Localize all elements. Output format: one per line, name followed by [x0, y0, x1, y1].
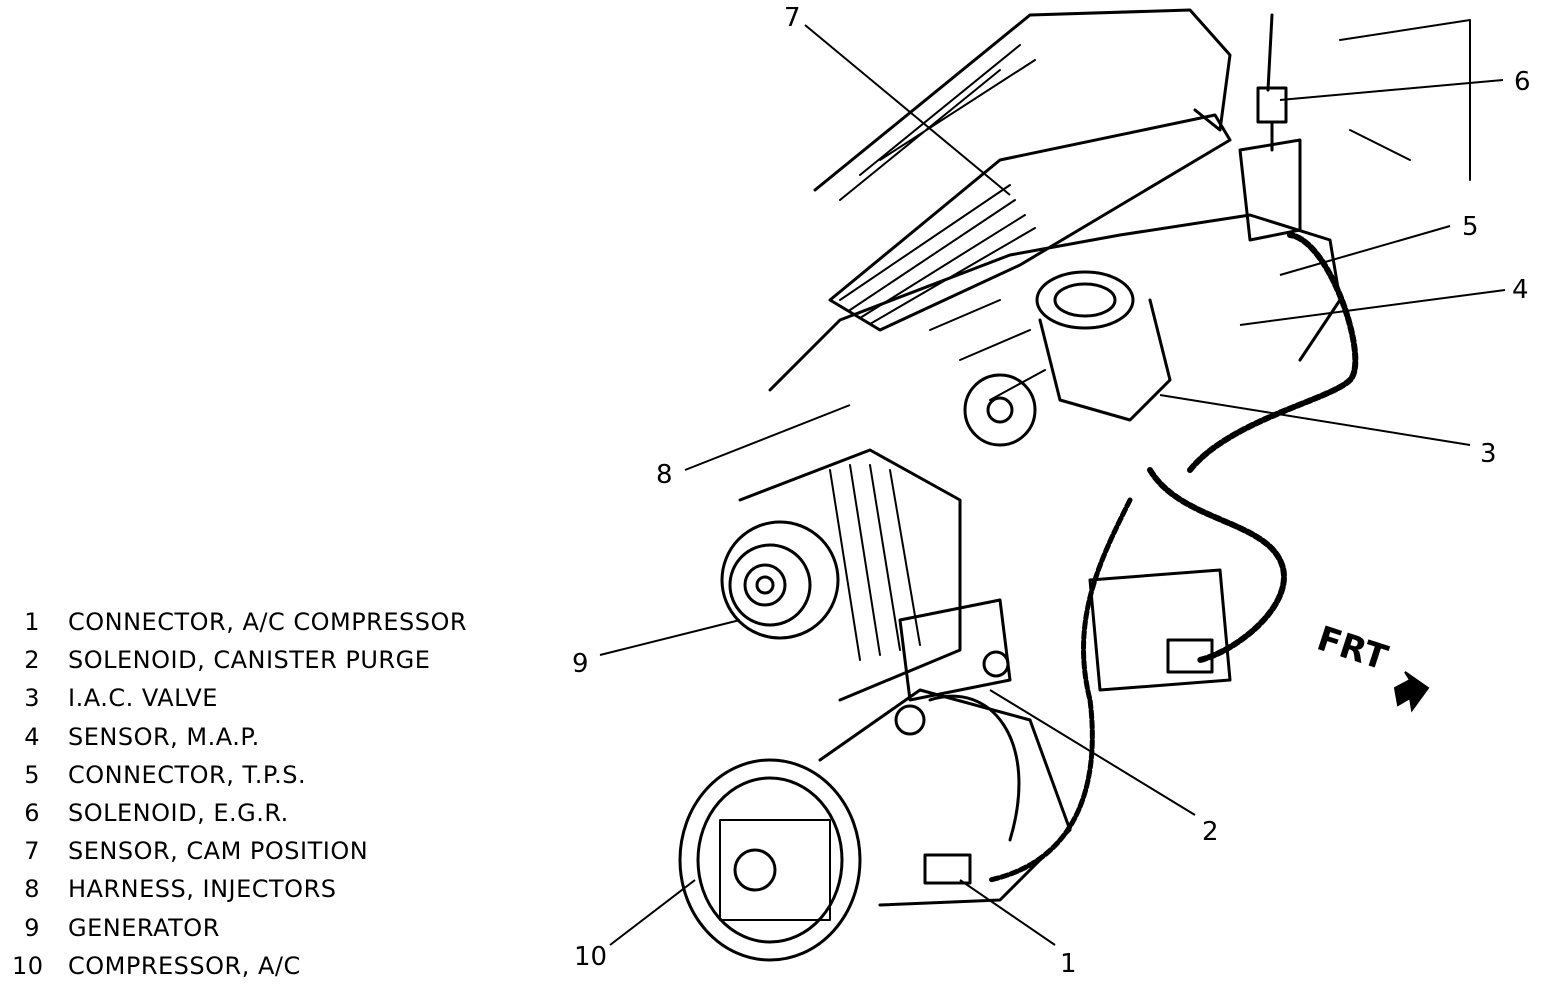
legend-description: SENSOR, M.A.P.: [68, 722, 260, 751]
legend-number: 9: [24, 913, 40, 942]
leader-line-5: [1279, 225, 1451, 276]
leader-line-3: [1159, 394, 1471, 446]
leader-line-4: [1239, 289, 1506, 326]
legend-number: 4: [24, 722, 40, 751]
legend-description: CONNECTOR, A/C COMPRESSOR: [68, 608, 468, 637]
legend-description: SOLENOID, E.G.R.: [68, 799, 289, 828]
callout-number-9: 9: [572, 649, 589, 679]
legend-number: 1: [24, 608, 40, 637]
legend-description: SOLENOID, CANISTER PURGE: [68, 646, 431, 675]
legend-item: 5 CONNECTOR, T.P.S.: [12, 756, 512, 794]
legend-item: 3 I.A.C. VALVE: [12, 679, 512, 717]
callout-number-10: 10: [574, 942, 607, 972]
legend: 1 CONNECTOR, A/C COMPRESSOR 2 SOLENOID, …: [12, 603, 512, 985]
legend-number: 2: [24, 646, 40, 675]
legend-item: 9 GENERATOR: [12, 909, 512, 947]
callout-numbers: 1 2 3 4 5 6 7 8 9 10: [572, 3, 1531, 979]
front-arrow-icon: [1393, 671, 1430, 713]
engine-illustration: [678, 8, 1471, 962]
legend-number: 7: [24, 837, 40, 866]
legend-item: 2 SOLENOID, CANISTER PURGE: [12, 641, 512, 679]
front-direction-label: FRT: [1312, 619, 1393, 679]
legend-number: 8: [24, 875, 40, 904]
legend-item: 10 COMPRESSOR, A/C: [12, 947, 512, 985]
leader-line-7: [804, 24, 1011, 196]
legend-description: CONNECTOR, T.P.S.: [68, 760, 307, 789]
callout-number-5: 5: [1462, 212, 1479, 242]
legend-description: HARNESS, INJECTORS: [68, 875, 337, 904]
legend-number: 3: [24, 684, 40, 713]
callout-number-1: 1: [1060, 949, 1077, 979]
legend-item: 6 SOLENOID, E.G.R.: [12, 794, 512, 832]
leader-lines: [599, 24, 1506, 946]
legend-item: 8 HARNESS, INJECTORS: [12, 870, 512, 908]
leader-line-6: [1279, 79, 1504, 101]
leader-line-1: [959, 879, 1056, 946]
leader-line-2: [989, 689, 1196, 816]
callout-number-6: 6: [1514, 67, 1531, 97]
legend-description: SENSOR, CAM POSITION: [68, 837, 369, 866]
leader-line-9: [599, 619, 741, 656]
callout-number-4: 4: [1512, 275, 1529, 305]
leader-line-10: [609, 879, 696, 946]
legend-number: 6: [24, 799, 40, 828]
legend-item: 1 CONNECTOR, A/C COMPRESSOR: [12, 603, 512, 641]
legend-number: 5: [24, 760, 40, 789]
leader-line-8: [684, 404, 851, 471]
legend-description: GENERATOR: [68, 913, 220, 942]
legend-item: 4 SENSOR, M.A.P.: [12, 718, 512, 756]
callout-number-7: 7: [784, 3, 801, 33]
callout-number-2: 2: [1202, 817, 1219, 847]
legend-description: I.A.C. VALVE: [68, 684, 218, 713]
legend-item: 7 SENSOR, CAM POSITION: [12, 832, 512, 870]
front-direction-indicator: FRT: [1312, 619, 1430, 713]
callout-number-3: 3: [1480, 439, 1497, 469]
legend-number: 10: [12, 951, 44, 980]
callout-number-8: 8: [656, 460, 673, 490]
legend-description: COMPRESSOR, A/C: [68, 951, 301, 980]
